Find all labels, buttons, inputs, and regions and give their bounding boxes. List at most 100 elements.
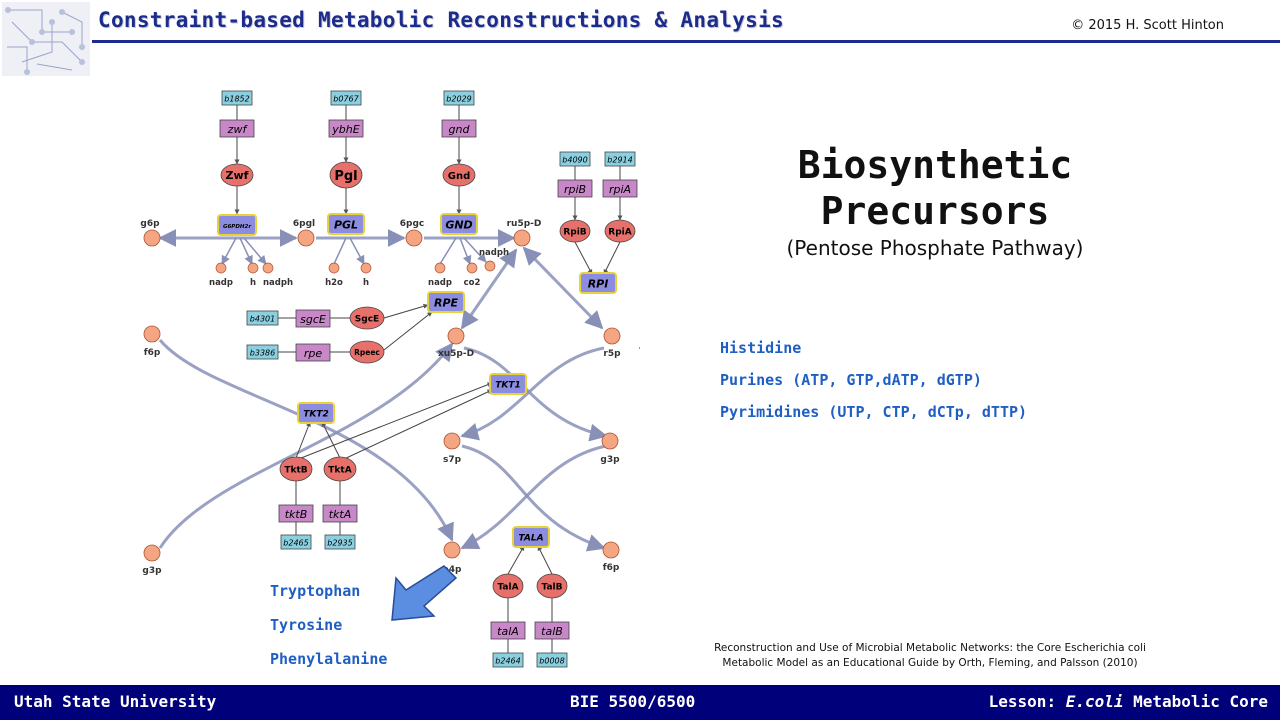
slide-subtitle: (Pentose Phosphate Pathway) <box>786 236 1084 260</box>
cofactor-nadph-2: nadph <box>479 248 509 272</box>
metabolite-label: r5p <box>603 349 621 359</box>
gene-rpib: rpiB <box>557 179 593 198</box>
enzyme-zwf: Zwf <box>220 163 254 187</box>
metabolite-label: xu5p-D <box>438 349 474 359</box>
metabolite-label: g3p <box>600 455 620 465</box>
enzyme-label: TalB <box>542 583 563 593</box>
product-histidine: Histidine <box>720 339 802 357</box>
gene-label: rpiB <box>564 183 586 196</box>
enzyme-gnd: Gnd <box>442 163 476 187</box>
enzyme-rpib: RpiB <box>559 219 591 243</box>
metabolite-label: h <box>363 278 369 288</box>
enzyme-label: TalA <box>497 583 518 593</box>
gene-label: talA <box>497 625 519 638</box>
gene-label: gnd <box>449 123 471 136</box>
cofactor-nadp-1: nadp <box>209 262 233 288</box>
product-tyrosine: Tyrosine <box>270 616 343 634</box>
gene-label: tktB <box>285 508 308 521</box>
metabolite-label: nadp <box>209 278 233 288</box>
gene-label: tktA <box>329 508 352 521</box>
enzyme-tkta: TktA <box>323 456 357 482</box>
enzyme-label: SgcE <box>355 315 379 325</box>
metabolite-label: g3p <box>142 566 162 576</box>
metabolite-ru5p: ru5p-D <box>507 219 542 247</box>
metabolite-xu5p: xu5p-D <box>438 327 474 359</box>
locus-label: b1852 <box>224 95 249 104</box>
gene-label: sgcE <box>300 313 326 326</box>
gene-sgce: sgcE <box>295 309 331 328</box>
enzyme-rpeec: Rpeec <box>349 340 385 364</box>
locus-label: b2029 <box>446 95 471 104</box>
reaction-label: TKT1 <box>495 381 521 391</box>
locus-label: b2914 <box>607 156 632 165</box>
reaction-g6pdh2r: G6PDH2r <box>217 214 257 236</box>
corner-logo <box>2 2 90 76</box>
copyright: © 2015 H. Scott Hinton <box>1071 18 1224 33</box>
header-rule <box>92 40 1280 43</box>
locus-label: b0008 <box>539 657 564 666</box>
gene-label: rpiA <box>609 183 631 196</box>
reaction-label: RPI <box>588 278 609 291</box>
locus-label: b4090 <box>562 156 587 165</box>
locus-b4090: b4090 <box>559 151 591 167</box>
reaction-rpe: RPE <box>427 291 465 313</box>
enzyme-label: RpiA <box>608 228 631 238</box>
locus-boxes: b1852 b0767 b2029 b4090 b2914 b4301 b338… <box>221 90 636 668</box>
enzyme-label: TktA <box>328 466 351 476</box>
locus-label: b4301 <box>250 315 275 324</box>
gene-talb: talB <box>534 621 570 640</box>
metabolite-label: h <box>250 278 256 288</box>
enzyme-label: TktB <box>284 466 307 476</box>
enzyme-label: Zwf <box>226 169 249 182</box>
header-title: Constraint-based Metabolic Reconstructio… <box>98 8 784 32</box>
gene-label: ybhE <box>331 123 359 136</box>
enzyme-tala: TalA <box>492 573 524 599</box>
locus-b4301: b4301 <box>246 310 279 326</box>
footer-course: BIE 5500/6500 <box>570 692 696 711</box>
metabolite-g3p-left: g3p <box>142 544 162 576</box>
reaction-boxes: G6PDH2r PGL GND RPI RPE TKT1 TKT2 TALA <box>217 213 617 548</box>
metabolite-label: nadph <box>479 248 509 258</box>
enzyme-sgce: SgcE <box>349 306 385 330</box>
metabolite-label: 6pgl <box>293 219 315 229</box>
footer-lesson-organism: E.coli <box>1065 692 1124 711</box>
footer-lesson-prefix: Lesson: <box>988 692 1066 711</box>
metabolite-label: nadp <box>428 278 452 288</box>
product-pyrimidines: Pyrimidines (UTP, CTP, dCTp, dTTP) <box>720 403 1028 421</box>
enzyme-label: Pgl <box>334 169 357 184</box>
footer-lesson: Lesson: E.coli Metabolic Core <box>989 692 1268 711</box>
reaction-label: TKT2 <box>303 410 329 420</box>
pentose-phosphate-diagram: b1852 b0767 b2029 b4090 b2914 b4301 b338… <box>140 90 640 668</box>
gene-boxes: zwf ybhE gnd rpiB rpiA sgcE rpe tktB tkt… <box>219 119 638 640</box>
arrow-to-left-products-icon <box>391 565 458 621</box>
reaction-label: TALA <box>518 534 543 544</box>
metabolite-label: co2 <box>464 278 481 288</box>
locus-b2935: b2935 <box>324 534 356 550</box>
reaction-rpi: RPI <box>579 272 617 294</box>
enzyme-pgl: Pgl <box>329 161 363 189</box>
cofactor-nadph-1: nadph <box>262 262 293 288</box>
reaction-label: RPE <box>434 297 459 310</box>
metabolite-6pgc: 6pgc <box>400 219 424 247</box>
locus-label: b2464 <box>495 657 520 666</box>
enzyme-talb: TalB <box>536 573 568 599</box>
enzyme-rpia: RpiA <box>604 219 636 243</box>
products-left-list: Tryptophan Tyrosine Phenylalanine <box>270 574 387 676</box>
metabolite-f6p-left: f6p <box>143 325 161 358</box>
metabolite-label: nadph <box>263 278 293 288</box>
locus-b2464: b2464 <box>492 652 524 668</box>
gene-label: zwf <box>227 123 249 136</box>
reaction-tkt2: TKT2 <box>297 402 335 424</box>
metabolite-label: h2o <box>325 278 343 288</box>
metabolite-f6p-right: f6p <box>602 541 620 573</box>
cofactor-nadp-2: nadp <box>428 262 452 288</box>
locus-label: b2935 <box>327 539 352 548</box>
metabolite-label: f6p <box>603 563 620 573</box>
gene-label: rpe <box>304 347 323 360</box>
metabolite-label: ru5p-D <box>507 219 542 229</box>
enzyme-nodes: Zwf Pgl Gnd RpiB RpiA SgcE Rpeec TktB Tk… <box>220 161 636 599</box>
locus-label: b2465 <box>283 539 308 548</box>
reaction-label: GND <box>445 219 472 232</box>
locus-b1852: b1852 <box>221 90 253 106</box>
products-right-list: Histidine Purines (ATP, GTP,dATP, dGTP) … <box>720 332 1027 428</box>
